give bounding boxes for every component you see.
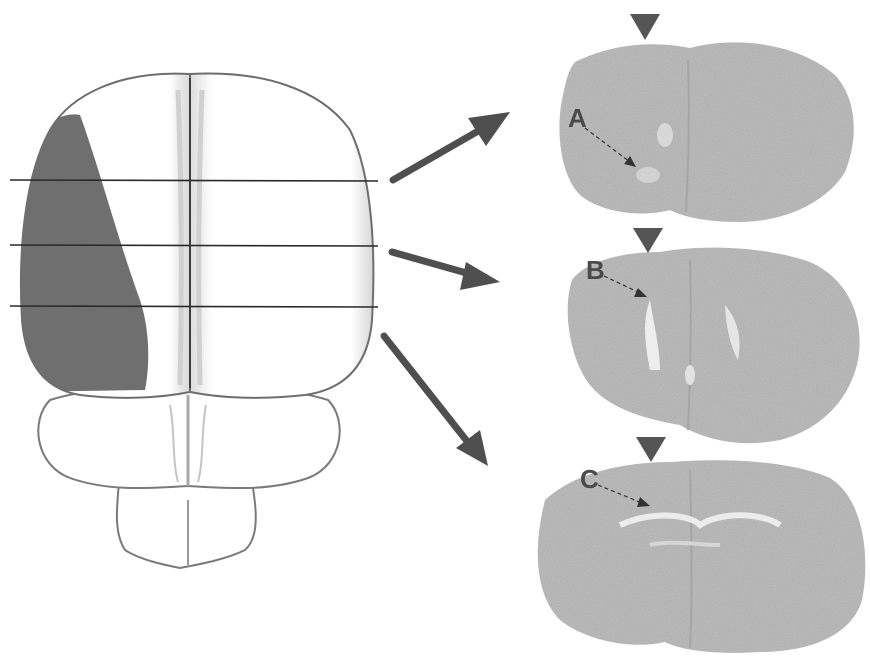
marker-triangle-a (630, 14, 660, 40)
section-label-a: A (568, 103, 587, 133)
arrow-to-section-a (393, 112, 510, 180)
section-line-a (10, 180, 378, 181)
marker-triangle-b (633, 228, 663, 253)
section-line-b (10, 245, 378, 246)
section-a-tissue (559, 42, 853, 222)
section-label-c: C (580, 464, 599, 494)
coronal-section-a: A (559, 14, 853, 222)
coronal-section-b: B (568, 228, 860, 443)
arrow-to-section-c (384, 336, 488, 466)
dorsal-brain-view (10, 73, 378, 568)
section-b-tissue (568, 248, 860, 444)
right-hemisphere (190, 73, 373, 397)
coronal-section-c: C (538, 437, 866, 653)
marker-triangle-c (636, 437, 666, 462)
pointer-arrows (384, 112, 510, 466)
arrow-to-section-b (392, 252, 500, 290)
section-line-c (10, 306, 378, 307)
section-label-b: B (586, 255, 605, 285)
